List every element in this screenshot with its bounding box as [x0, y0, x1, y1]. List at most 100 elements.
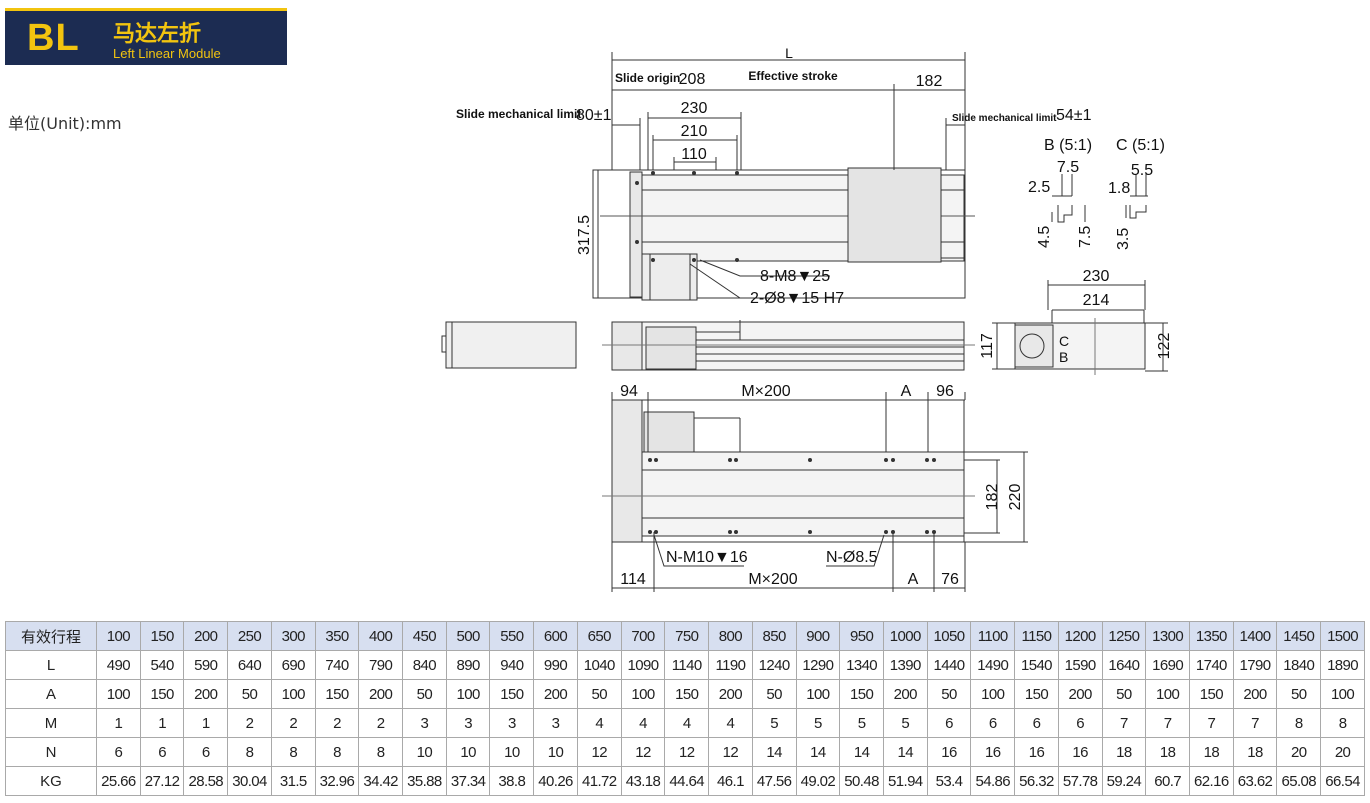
table-cell: 1: [96, 708, 141, 738]
table-cell: 30.04: [227, 766, 272, 796]
table-cell: 16: [926, 737, 972, 767]
detail-c-title: C (5:1): [1116, 137, 1165, 154]
header-stroke: 750: [664, 621, 710, 651]
table-cell: 150: [489, 679, 535, 709]
table-cell: 840: [402, 650, 447, 680]
table-cell: 1440: [926, 650, 972, 680]
header-stroke: 1200: [1057, 621, 1103, 651]
table-cell: 16: [1014, 737, 1059, 767]
table-cell: 100: [270, 679, 316, 709]
table-cell: 1790: [1232, 650, 1278, 680]
detail-c-18: 1.8: [1108, 180, 1130, 197]
table-cell: 1490: [970, 650, 1016, 680]
detail-b-75-vert: 7.5: [1077, 226, 1094, 248]
table-cell: 5: [751, 708, 797, 738]
model-code: BL: [27, 17, 80, 59]
table-cell: 100: [96, 679, 141, 709]
table-cell: 740: [314, 650, 360, 680]
table-cell: 200: [1232, 679, 1278, 709]
table-cell: 38.8: [489, 766, 535, 796]
header-stroke: 650: [576, 621, 622, 651]
table-cell: 6: [183, 737, 229, 767]
technical-drawing: L Slide origin 208 Effective stroke 182 …: [441, 45, 1173, 592]
table-cell: 2: [227, 708, 272, 738]
table-cell: 1190: [708, 650, 753, 680]
label-effective-stroke: Effective stroke: [748, 69, 838, 83]
dim-a-top: A: [901, 383, 912, 400]
header-stroke: 600: [533, 621, 578, 651]
table-cell: 7: [1101, 708, 1147, 738]
header-stroke: 450: [402, 621, 447, 651]
table-cell: 150: [1014, 679, 1059, 709]
label-slide-mech-limit-right: Slide mechanical limit: [952, 113, 1057, 124]
table-cell: 4: [576, 708, 622, 738]
table-cell: 16: [970, 737, 1016, 767]
table-cell: 50: [1276, 679, 1322, 709]
header-stroke: 700: [620, 621, 666, 651]
header-stroke: 950: [839, 621, 884, 651]
table-cell: 540: [139, 650, 185, 680]
header-stroke: 550: [489, 621, 535, 651]
table-cell: 6: [1057, 708, 1103, 738]
header-stroke: 1150: [1014, 621, 1059, 651]
table-cell: 47.56: [751, 766, 797, 796]
table-cell: 16: [1057, 737, 1103, 767]
end-dim-214: 214: [1083, 292, 1110, 309]
unit-label: 单位(Unit):mm: [8, 114, 122, 133]
table-cell: 790: [358, 650, 404, 680]
table-cell: 34.42: [358, 766, 404, 796]
table-cell: 1690: [1145, 650, 1190, 680]
dim-230-top: 230: [681, 100, 708, 117]
table-cell: 62.16: [1188, 766, 1234, 796]
table-cell: 14: [795, 737, 841, 767]
dim-3175: 317.5: [576, 215, 593, 255]
table-cell: 1390: [882, 650, 928, 680]
dim-182-top: 182: [916, 73, 943, 90]
detail-c-55: 5.5: [1131, 162, 1153, 179]
header-stroke: 1300: [1145, 621, 1190, 651]
table-cell: 150: [1188, 679, 1234, 709]
table-cell: 2: [358, 708, 404, 738]
table-cell: 3: [489, 708, 535, 738]
table-cell: 28.58: [183, 766, 229, 796]
model-badge: BL 马达左折 Left Linear Module: [5, 8, 287, 65]
table-cell: 8: [227, 737, 272, 767]
table-cell: 50.48: [839, 766, 884, 796]
table-cell: 54.86: [970, 766, 1016, 796]
dim-54: 54±1: [1056, 107, 1092, 124]
table-cell: 100: [620, 679, 666, 709]
model-title-en: Left Linear Module: [113, 46, 221, 61]
dim-96: 96: [936, 383, 954, 400]
table-cell: 10: [445, 737, 491, 767]
dim-94: 94: [620, 383, 638, 400]
dim-m200-top: M×200: [741, 383, 790, 400]
table-cell: 12: [576, 737, 622, 767]
table-cell: 18: [1145, 737, 1190, 767]
table-cell: 200: [1057, 679, 1103, 709]
end-dim-117: 117: [979, 333, 996, 359]
note-m8: 8-M8▼25: [760, 268, 830, 285]
table-cell: 2: [314, 708, 360, 738]
table-cell: 50: [402, 679, 447, 709]
table-cell: 44.64: [664, 766, 710, 796]
table-cell: 100: [445, 679, 491, 709]
table-cell: 46.1: [708, 766, 753, 796]
table-cell: 50: [1101, 679, 1147, 709]
table-cell: 7: [1232, 708, 1278, 738]
table-cell: 4: [664, 708, 710, 738]
header-stroke: 300: [270, 621, 316, 651]
table-cell: 100: [795, 679, 841, 709]
header-stroke: 150: [139, 621, 185, 651]
table-cell: 18: [1101, 737, 1147, 767]
table-cell: 100: [970, 679, 1016, 709]
table-cell: 37.34: [445, 766, 491, 796]
dim-a-bot: A: [908, 571, 919, 588]
note-85: N-Ø8.5: [826, 549, 878, 566]
table-cell: 6: [96, 737, 141, 767]
table-cell: 200: [183, 679, 229, 709]
header-stroke: 1100: [970, 621, 1016, 651]
table-cell: 150: [139, 679, 185, 709]
